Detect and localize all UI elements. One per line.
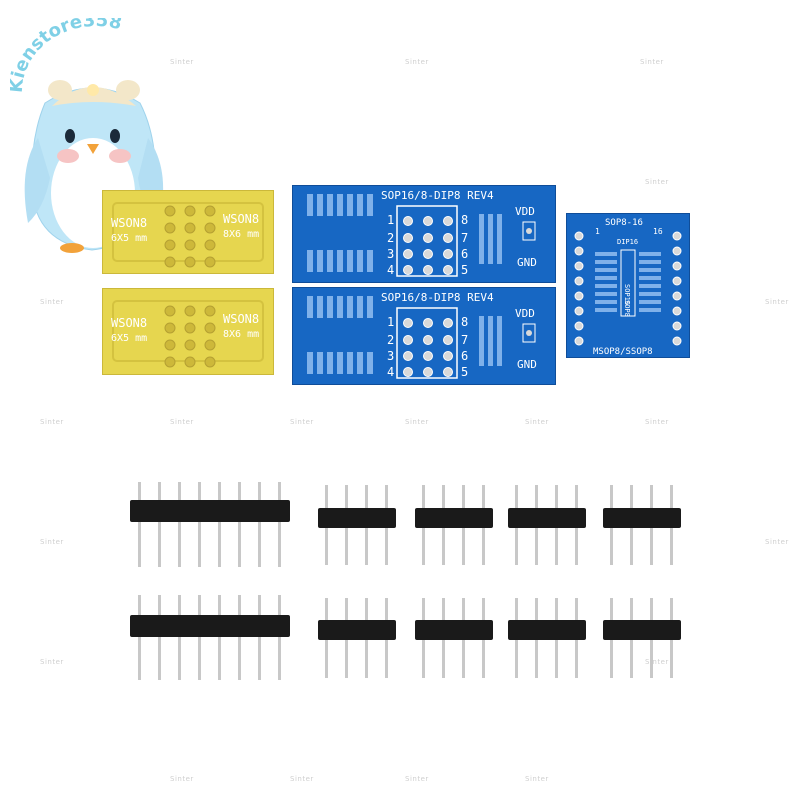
wson-left-size: 6X5 mm — [111, 233, 147, 244]
board-bottom-label: MSOP8/SSOP8 — [593, 347, 653, 357]
wson-right-size: 8X6 mm — [223, 229, 259, 240]
header-4pin — [318, 485, 396, 565]
sop16-dip8-board-top: SOP16/8-DIP8 REV4 1 2 3 4 8 7 6 5 VDD GN… — [292, 185, 556, 283]
svg-text:6: 6 — [461, 349, 468, 363]
svg-text:7: 7 — [461, 231, 468, 245]
svg-text:2: 2 — [387, 231, 394, 245]
watermark: Sinter — [40, 538, 64, 546]
header-4pin — [415, 598, 493, 678]
watermark: Sinter — [290, 418, 314, 426]
board-title: SOP8-16 — [605, 218, 643, 228]
watermark: Sinter — [525, 418, 549, 426]
watermark: Sinter — [525, 775, 549, 783]
svg-text:3: 3 — [387, 349, 394, 363]
header-4pin — [415, 485, 493, 565]
dip16-label: DIP16 — [617, 238, 638, 246]
vdd-label: VDD — [515, 307, 535, 320]
watermark: Sinter — [405, 418, 429, 426]
svg-text:2: 2 — [387, 333, 394, 347]
wson-right-size: 8X6 mm — [223, 329, 259, 340]
svg-text:16: 16 — [653, 227, 663, 236]
svg-text:1: 1 — [387, 315, 394, 329]
watermark: Sinter — [40, 418, 64, 426]
sop8-side-label: SOP8 — [623, 300, 631, 317]
svg-text:3: 3 — [387, 247, 394, 261]
svg-text:8: 8 — [461, 213, 468, 227]
watermark: Sinter — [640, 58, 664, 66]
wson-right-label: WSON8 — [223, 212, 259, 226]
header-4pin — [508, 485, 586, 565]
gnd-label: GND — [517, 256, 537, 269]
wson-left-label: WSON8 — [111, 216, 147, 230]
watermark: Sinter — [645, 418, 669, 426]
header-8pin — [130, 595, 290, 680]
watermark: Sinter — [645, 178, 669, 186]
watermark: Sinter — [170, 58, 194, 66]
watermark: Sinter — [405, 58, 429, 66]
svg-text:7: 7 — [461, 333, 468, 347]
wson8-adapter-board-top: WSON8 6X5 mm WSON8 8X6 mm — [102, 190, 274, 274]
board-title: SOP16/8-DIP8 REV4 — [381, 189, 494, 202]
watermark: Sinter — [170, 418, 194, 426]
gnd-label: GND — [517, 358, 537, 371]
watermark: Sinter — [645, 658, 669, 666]
header-4pin — [318, 598, 396, 678]
svg-text:6: 6 — [461, 247, 468, 261]
sop8-16-adapter-board: SOP8-16 1 16 DIP16 SOP16 SOP8 MSOP8/SSOP… — [566, 213, 690, 358]
svg-text:1: 1 — [387, 213, 394, 227]
watermark: Sinter — [765, 298, 789, 306]
vdd-label: VDD — [515, 205, 535, 218]
svg-text:8: 8 — [461, 315, 468, 329]
wson-left-label: WSON8 — [111, 316, 147, 330]
header-8pin — [130, 482, 290, 567]
wson-right-label: WSON8 — [223, 312, 259, 326]
svg-text:1: 1 — [595, 227, 600, 236]
pin-headers — [130, 482, 681, 680]
wson-left-size: 6X5 mm — [111, 333, 147, 344]
board-title: SOP16/8-DIP8 REV4 — [381, 291, 494, 304]
watermark: Sinter — [290, 775, 314, 783]
svg-text:5: 5 — [461, 365, 468, 379]
watermark: Sinter — [405, 775, 429, 783]
watermark: Sinter — [40, 298, 64, 306]
watermark: Sinter — [765, 538, 789, 546]
svg-text:5: 5 — [461, 263, 468, 277]
header-4pin — [603, 485, 681, 565]
watermark: Sinter — [170, 775, 194, 783]
header-4pin — [508, 598, 586, 678]
header-4pin — [603, 598, 681, 678]
watermark: Sinter — [40, 658, 64, 666]
svg-text:4: 4 — [387, 263, 394, 277]
sop16-side-label: SOP16 — [623, 284, 631, 305]
sop16-dip8-board-bottom: SOP16/8-DIP8 REV4 1 2 3 4 8 7 6 5 VDD GN… — [292, 287, 556, 385]
svg-text:4: 4 — [387, 365, 394, 379]
wson8-adapter-board-bottom: WSON8 6X5 mm WSON8 8X6 mm — [102, 288, 274, 375]
